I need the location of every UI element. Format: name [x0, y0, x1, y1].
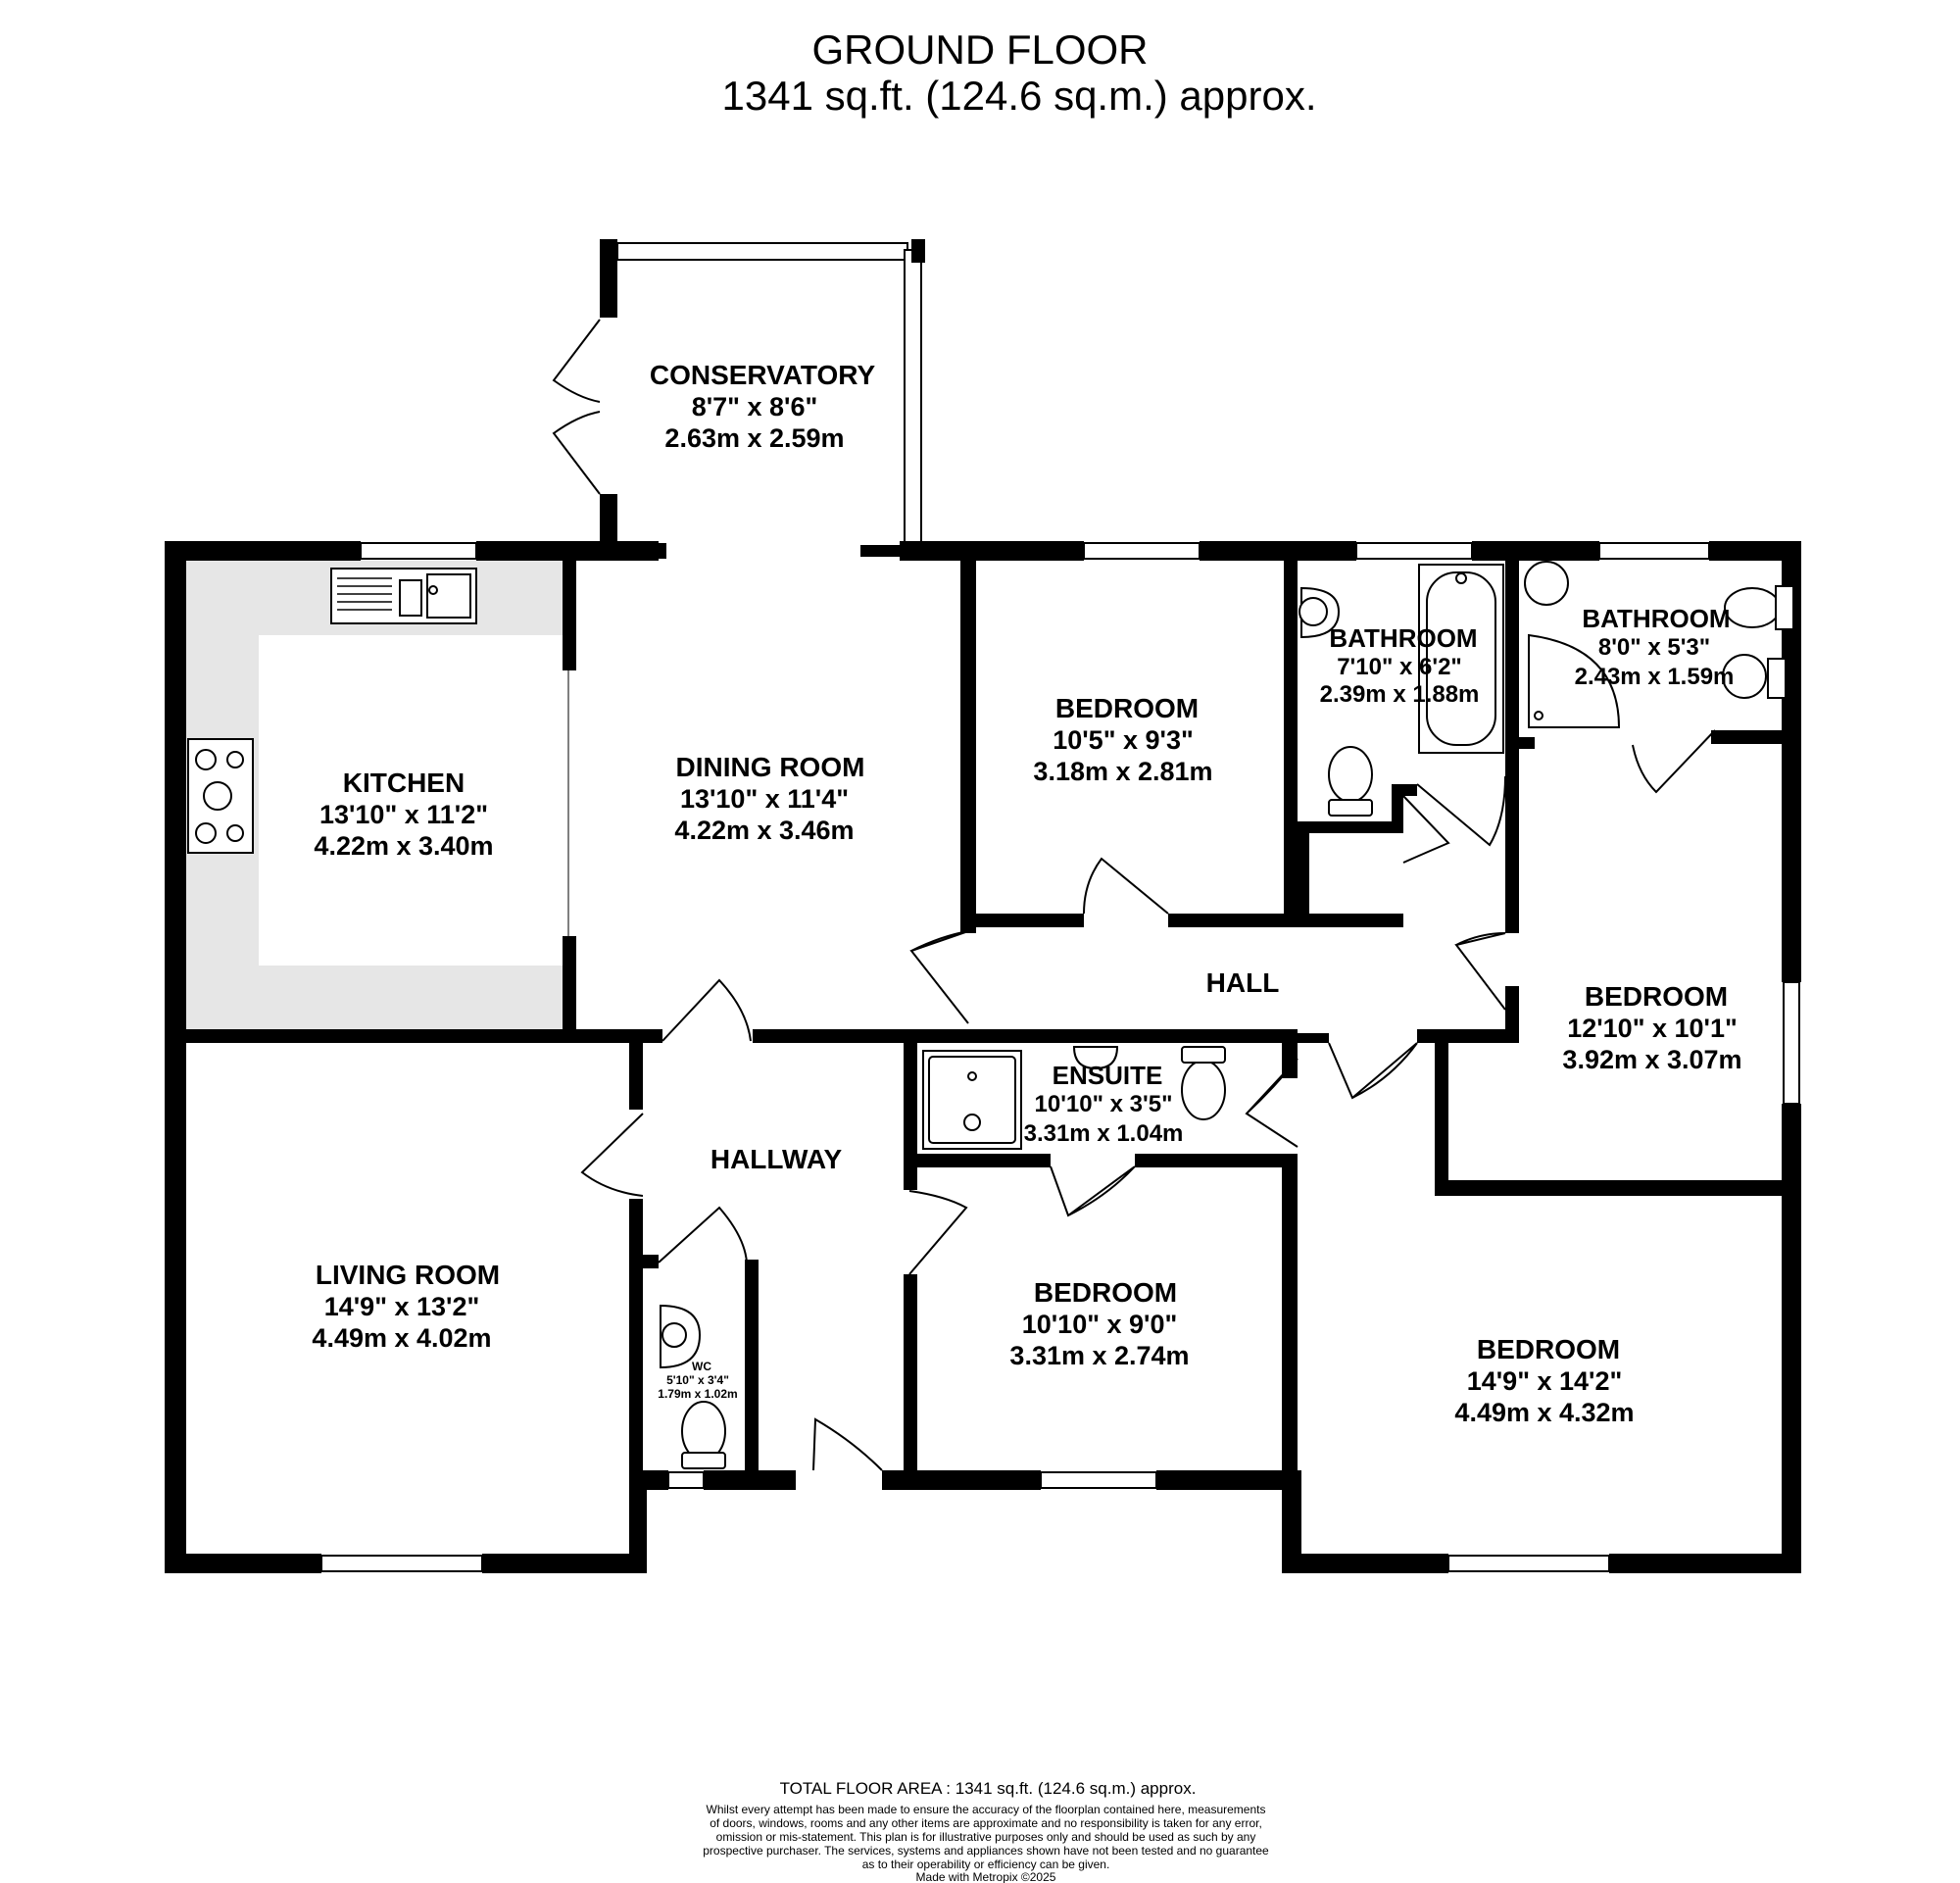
room-imperial: 8'7" x 8'6"	[692, 392, 818, 421]
room-name: ENSUITE	[1053, 1061, 1163, 1090]
room-name: DINING ROOM	[676, 752, 865, 782]
room-imperial: 10'5" x 9'3"	[1053, 725, 1194, 755]
room-name: BEDROOM	[1055, 693, 1199, 723]
floor-area: 1341 sq.ft. (124.6 sq.m.) approx.	[722, 73, 1317, 119]
room-metric: 3.31m x 2.74m	[1009, 1341, 1189, 1370]
room-metric: 2.43m x 1.59m	[1575, 664, 1735, 690]
room-name: BEDROOM	[1034, 1277, 1177, 1308]
conservatory-label: CONSERVATORY 8'7" x 8'6" 2.63m x 2.59m	[650, 360, 876, 453]
toilet-icon	[1328, 746, 1373, 817]
kitchen-label: KITCHEN 13'10" x 11'2" 4.22m x 3.40m	[314, 768, 493, 861]
room-metric: 4.22m x 3.46m	[674, 816, 854, 845]
room-name: WC	[692, 1360, 711, 1373]
room-imperial: 13'10" x 11'2"	[319, 800, 488, 829]
bedroom-3-label: BEDROOM 10'10" x 9'0" 3.31m x 2.74m	[1009, 1277, 1189, 1370]
room-metric: 4.49m x 4.02m	[312, 1323, 491, 1353]
room-imperial: 14'9" x 14'2"	[1467, 1366, 1623, 1396]
floor-title: GROUND FLOOR	[811, 26, 1148, 73]
kitchen-worktop	[186, 561, 563, 1036]
door-swings	[580, 729, 1716, 1471]
internal-walls	[165, 561, 1801, 1573]
room-name: BEDROOM	[1477, 1334, 1620, 1364]
total-floor-area: TOTAL FLOOR AREA : 1341 sq.ft. (124.6 sq…	[780, 1779, 1197, 1798]
room-metric: 4.22m x 3.40m	[314, 831, 493, 861]
bath-icon	[1418, 564, 1504, 754]
disclaimer-line: of doors, windows, rooms and any other i…	[710, 1816, 1262, 1830]
room-imperial: 10'10" x 3'5"	[1035, 1091, 1173, 1117]
room-metric: 1.79m x 1.02m	[658, 1387, 737, 1401]
dining-room-label: DINING ROOM 13'10" x 11'4" 4.22m x 3.46m	[674, 752, 864, 845]
bedroom-4-label: BEDROOM 14'9" x 14'2" 4.49m x 4.32m	[1454, 1334, 1634, 1427]
wc-label: WC 5'10" x 3'4" 1.79m x 1.02m	[658, 1360, 737, 1401]
hallway-label: HALLWAY	[710, 1144, 843, 1174]
conservatory-french-doors	[552, 319, 601, 495]
hob-icon	[187, 738, 254, 854]
room-imperial: 8'0" x 5'3"	[1598, 634, 1710, 661]
room-metric: 4.49m x 4.32m	[1454, 1398, 1634, 1427]
room-name: HALL	[1206, 967, 1280, 998]
room-metric: 2.63m x 2.59m	[664, 423, 844, 453]
room-metric: 3.92m x 3.07m	[1562, 1045, 1741, 1074]
room-name: BEDROOM	[1585, 981, 1728, 1012]
wc-fixtures	[660, 1304, 726, 1469]
bathroom2-fixtures	[1524, 561, 1794, 728]
room-name: LIVING ROOM	[316, 1260, 500, 1290]
room-imperial: 10'10" x 9'0"	[1022, 1310, 1178, 1339]
room-metric: 2.39m x 1.88m	[1320, 681, 1480, 708]
disclaimer-line: prospective purchaser. The services, sys…	[703, 1844, 1269, 1858]
bedroom-1-label: BEDROOM 10'5" x 9'3" 3.18m x 2.81m	[1033, 693, 1212, 786]
room-imperial: 5'10" x 3'4"	[666, 1373, 729, 1387]
credit: Made with Metropix ©2025	[916, 1870, 1056, 1883]
room-metric: 3.31m x 1.04m	[1024, 1120, 1184, 1147]
room-imperial: 7'10" x 6'2"	[1337, 654, 1462, 680]
basin-icon	[1298, 586, 1341, 639]
disclaimer: Whilst every attempt has been made to en…	[703, 1803, 1269, 1871]
room-name: CONSERVATORY	[650, 360, 876, 390]
outer-walls	[165, 541, 1801, 1573]
room-name: KITCHEN	[343, 768, 465, 798]
disclaimer-line: as to their operability or efficiency ca…	[862, 1858, 1110, 1871]
room-name: BATHROOM	[1329, 623, 1477, 653]
room-imperial: 14'9" x 13'2"	[324, 1292, 480, 1321]
disclaimer-line: omission or mis-statement. This plan is …	[716, 1830, 1256, 1844]
kitchen-sink-icon	[330, 568, 477, 624]
room-metric: 3.18m x 2.81m	[1033, 757, 1212, 786]
living-room-label: LIVING ROOM 14'9" x 13'2" 4.49m x 4.02m	[312, 1260, 500, 1353]
room-imperial: 13'10" x 11'4"	[680, 784, 849, 814]
room-imperial: 12'10" x 10'1"	[1567, 1014, 1738, 1043]
hall-label: HALL	[1206, 967, 1280, 998]
room-name: BATHROOM	[1582, 604, 1730, 633]
disclaimer-line: Whilst every attempt has been made to en…	[707, 1803, 1266, 1816]
ensuite-label: ENSUITE 10'10" x 3'5" 3.31m x 1.04m	[1024, 1061, 1184, 1147]
ensuite-fixtures	[922, 1046, 1226, 1150]
bedroom-2-label: BEDROOM 12'10" x 10'1" 3.92m x 3.07m	[1562, 981, 1741, 1074]
bathroom-2-label: BATHROOM 8'0" x 5'3" 2.43m x 1.59m	[1575, 604, 1735, 690]
bathroom-1-label: BATHROOM 7'10" x 6'2" 2.39m x 1.88m	[1320, 623, 1480, 708]
room-name: HALLWAY	[710, 1144, 843, 1174]
